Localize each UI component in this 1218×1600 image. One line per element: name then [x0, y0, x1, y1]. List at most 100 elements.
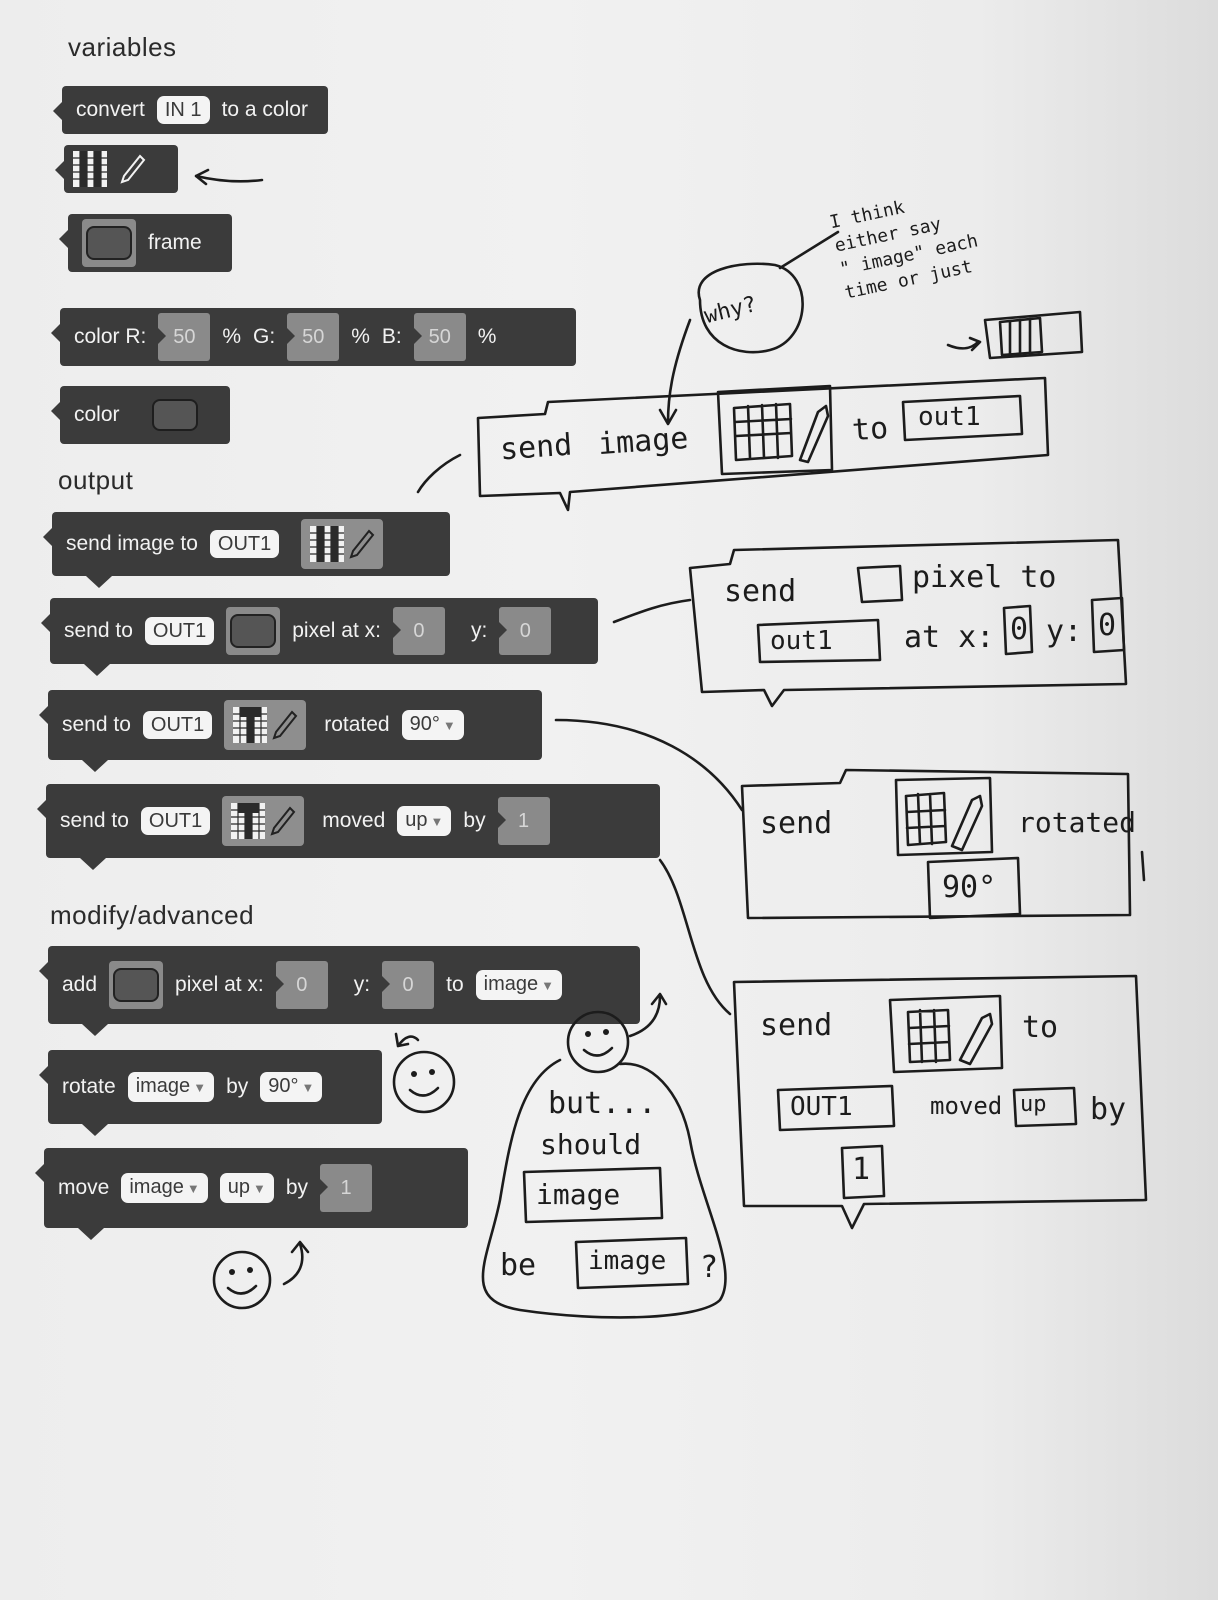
sketch2-send: send: [724, 574, 797, 609]
section-heading-output: output: [58, 465, 134, 495]
pencil-icon[interactable]: [272, 710, 298, 740]
send-moved-block[interactable]: send to OUT1 moved up▼ by 1: [37, 784, 660, 870]
question-but: but...: [548, 1086, 657, 1121]
sketch1-send: send: [498, 427, 574, 468]
image-dropdown[interactable]: image▼: [127, 1072, 215, 1102]
pixel-grid-icon: [231, 803, 266, 839]
move-label: move: [58, 1176, 110, 1199]
pencil-icon[interactable]: [270, 806, 296, 836]
angle-dropdown[interactable]: 90°▼: [401, 710, 464, 740]
sketch1-image: image: [596, 420, 690, 463]
image-dropdown[interactable]: image▼: [121, 1173, 208, 1203]
add-label: add: [62, 973, 98, 996]
send-pixel-block[interactable]: send to OUT1 pixel at x: 0 y: 0: [41, 598, 598, 676]
sketch4-dir: up: [1020, 1092, 1047, 1117]
question-be: be: [500, 1248, 537, 1283]
sketch3-box: [740, 768, 1132, 920]
frame-block[interactable]: frame: [59, 214, 232, 272]
r-value-input[interactable]: 50: [157, 313, 211, 361]
target-dropdown[interactable]: OUT1: [144, 617, 215, 645]
sketch4-send: send: [760, 1008, 833, 1043]
rotate-block[interactable]: rotate image▼ by 90°▼: [39, 1050, 382, 1136]
frame-label: frame: [148, 231, 202, 254]
g-percent: %: [351, 325, 370, 348]
question-should: should: [540, 1128, 642, 1161]
why-arrow: [658, 318, 692, 426]
y-input[interactable]: 0: [498, 607, 552, 655]
image-slot[interactable]: [224, 700, 307, 750]
frame-color-slot[interactable]: [82, 219, 136, 267]
color-rgb-block[interactable]: color R: 50 % G: 50 % B: 50 %: [51, 308, 576, 366]
sketch2-at-x: at x:: [904, 620, 995, 655]
b-percent: %: [477, 325, 497, 348]
dropdown-triangle-icon: ▼: [193, 1080, 207, 1095]
mini-image-sketch: [983, 310, 1084, 360]
pixel-grid-icon: [73, 151, 107, 187]
pencil-icon[interactable]: [120, 154, 146, 184]
color-swatch[interactable]: [151, 399, 198, 431]
y-label: y:: [470, 619, 488, 642]
target-dropdown[interactable]: OUT1: [209, 530, 280, 558]
smiley-icon: [566, 992, 668, 1074]
sketch4-box: [732, 974, 1148, 1230]
direction-dropdown[interactable]: up▼: [397, 806, 452, 836]
sketch4-amount: 1: [852, 1152, 871, 1187]
input-dropdown[interactable]: IN 1: [156, 96, 210, 124]
pixel-color-slot[interactable]: [226, 607, 281, 655]
dropdown-triangle-icon: ▼: [430, 814, 444, 829]
by-label: by: [463, 809, 486, 832]
moved-label: moved: [322, 809, 386, 832]
g-value-input[interactable]: 50: [286, 313, 340, 361]
pixel-at-x-label: pixel at x:: [292, 619, 381, 642]
move-block[interactable]: move image▼ up▼ by 1: [35, 1148, 468, 1240]
section-heading-modify: modify/advanced: [50, 900, 255, 930]
pixel-color-slot[interactable]: [109, 961, 164, 1009]
amount-input[interactable]: 1: [319, 1164, 373, 1212]
send-rotated-block[interactable]: send to OUT1 rotated 90°▼: [39, 690, 542, 772]
pixel-grid-icon: [233, 707, 268, 743]
color-block[interactable]: color: [51, 386, 230, 444]
sketch3-rotated: rotated: [1018, 806, 1137, 839]
pixel-grid-icon: [310, 526, 345, 562]
convert-block[interactable]: convert IN 1 to a color: [53, 86, 328, 134]
r-percent: %: [222, 325, 242, 348]
angle-dropdown[interactable]: 90°▼: [260, 1072, 323, 1102]
sketch1-box: [476, 376, 1050, 512]
add-pixel-block[interactable]: add pixel at x: 0 y: 0 to image▼: [39, 946, 640, 1036]
sketch3-angle: 90°: [942, 870, 997, 905]
image-value-block[interactable]: [55, 145, 178, 193]
pencil-icon[interactable]: [349, 529, 375, 559]
sketch2-out: out1: [770, 626, 833, 656]
r-label: color R:: [74, 325, 147, 348]
sketch2-x: 0: [1010, 612, 1029, 647]
send-image-block[interactable]: send image to OUT1: [43, 512, 450, 588]
sketch2-pixel-to: pixel to: [912, 560, 1057, 595]
smiley-icon: [212, 1240, 310, 1310]
send-to-label: send to: [64, 619, 133, 642]
amount-input[interactable]: 1: [496, 797, 550, 845]
arrow-left-icon: [194, 168, 264, 186]
image-slot[interactable]: [301, 519, 384, 569]
sketch1-to: to: [850, 410, 890, 449]
sketch1-out: out1: [918, 402, 981, 432]
sketch2-y: 0: [1098, 608, 1117, 643]
dropdown-triangle-icon: ▼: [252, 1181, 266, 1196]
by-label: by: [226, 1075, 249, 1098]
section-heading-variables: variables: [68, 32, 177, 62]
target-dropdown[interactable]: OUT1: [140, 807, 211, 835]
x-input[interactable]: 0: [274, 961, 328, 1009]
b-value-input[interactable]: 50: [412, 313, 466, 361]
rotated-label: rotated: [324, 713, 390, 736]
image-slot[interactable]: [222, 796, 305, 846]
send-image-label: send image to: [66, 532, 198, 555]
y-input[interactable]: 0: [381, 961, 435, 1009]
dropdown-triangle-icon: ▼: [301, 1080, 315, 1095]
target-dropdown[interactable]: OUT1: [142, 711, 213, 739]
direction-dropdown[interactable]: up▼: [219, 1173, 274, 1203]
x-input[interactable]: 0: [391, 607, 445, 655]
why-bubble: [697, 262, 804, 354]
g-label: G:: [253, 325, 276, 348]
sketch4-by: by: [1090, 1092, 1127, 1127]
image-dropdown[interactable]: image▼: [475, 970, 562, 1000]
